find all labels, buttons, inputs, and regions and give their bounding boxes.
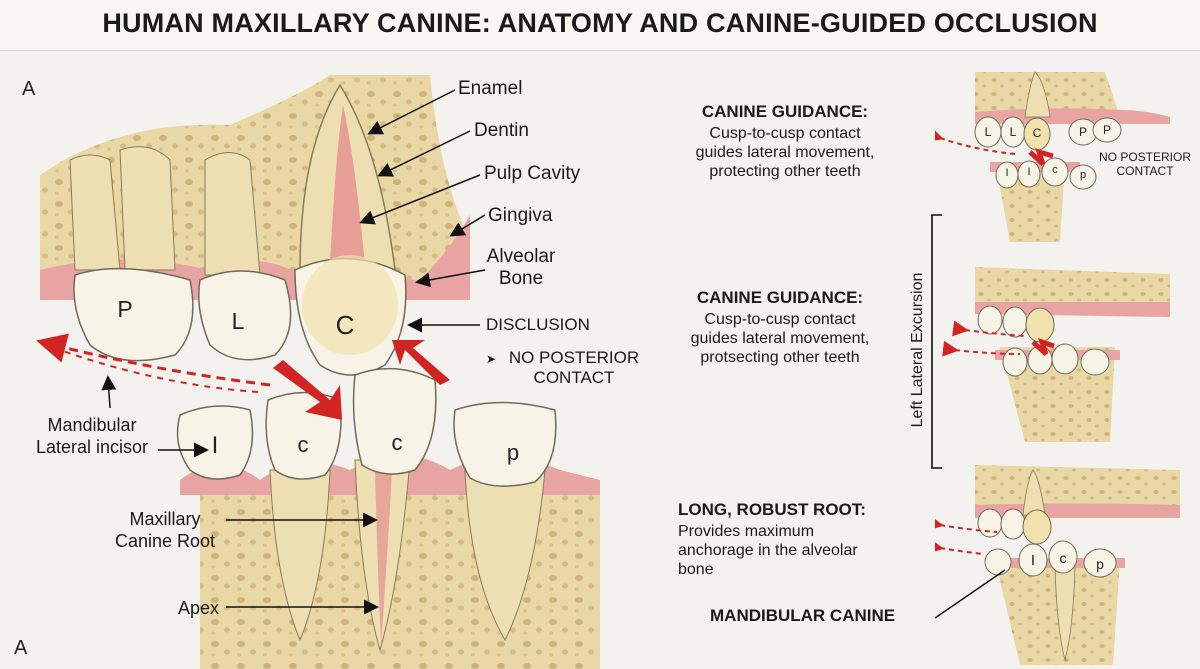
upper-premolar-crown	[73, 267, 194, 362]
thumb1-lower-3: c	[1052, 164, 1058, 176]
title-bar	[0, 0, 1200, 51]
label-maxillary-canine-root: Maxillary Canine Root	[114, 509, 216, 551]
lower-canine-crown-2	[352, 367, 437, 475]
leader-pulp	[359, 174, 481, 225]
thumb-canine-guidance-2	[942, 267, 1170, 442]
thumb-canine-guidance-1	[935, 71, 1170, 242]
tooth-letter-upper-canine: C	[335, 310, 355, 340]
upper-lateral-crown	[198, 270, 292, 361]
thumb3-lower-2: c	[1059, 550, 1067, 566]
thumb3-lower-1: I	[1030, 552, 1036, 569]
panel-letter-top: A	[22, 78, 36, 100]
label-apex: Apex	[178, 598, 220, 618]
thumb1-upper-4: P	[1078, 125, 1087, 139]
page-title: HUMAN MAXILLARY CANINE: ANATOMY AND CANI…	[102, 8, 1098, 38]
side3-heading: LONG, ROBUST ROOT:	[678, 500, 866, 519]
thumb1-upper-3: C	[1032, 126, 1042, 140]
tooth-letter-upper-lateral: L	[231, 308, 245, 334]
main-tooth-diagram	[36, 75, 600, 669]
tooth-letter-lower-incisor: I	[211, 432, 219, 459]
thumb1-upper-1: L	[984, 125, 992, 139]
thumb-long-root	[935, 465, 1180, 665]
bullet-icon: ➤	[486, 352, 497, 366]
tooth-letter-lower-canine-1: c	[297, 432, 309, 457]
label-enamel: Enamel	[458, 78, 523, 99]
tooth-letter-upper-premolar: P	[117, 296, 133, 322]
thumb3-lower-3: p	[1096, 556, 1104, 572]
side2-heading: CANINE GUIDANCE:	[696, 288, 864, 307]
label-no-posterior-contact: NO POSTERIOR CONTACT	[508, 348, 640, 387]
leader-lateral-incisor-up	[101, 375, 117, 409]
disclusion-arrow-right	[392, 340, 450, 385]
lower-premolar-crown	[453, 401, 557, 487]
side2-body: Cusp-to-cusp contact guides lateral move…	[690, 311, 870, 366]
panel-letter-bottom: A	[14, 637, 28, 659]
side3-body: Provides maximum anchorage in the alveol…	[678, 523, 858, 578]
label-pulp-cavity: Pulp Cavity	[484, 163, 581, 184]
tooth-letter-lower-canine-2: c	[391, 430, 403, 455]
label-mandibular-lateral-incisor: Mandibular Lateral incisor	[35, 415, 149, 457]
thumb1-upper-5: P	[1102, 123, 1111, 137]
tooth-letter-lower-premolar: p	[506, 440, 520, 465]
side1-heading: CANINE GUIDANCE:	[701, 102, 869, 121]
label-dentin: Dentin	[474, 120, 529, 141]
lower-incisor-crown	[176, 405, 254, 480]
disclusion-arrow-left	[273, 360, 342, 420]
leader-bone	[415, 269, 486, 288]
leader-dentin	[377, 130, 471, 177]
excursion-label: Left Lateral Excursion	[909, 272, 926, 428]
excursion-bracket	[931, 214, 942, 469]
label-disclusion: DISCLUSION	[486, 315, 590, 334]
thumb1-note: NO POSTERIOR CONTACT	[1098, 150, 1191, 178]
thumb1-lower-1: I	[1005, 167, 1009, 179]
thumb1-upper-2: L	[1009, 125, 1017, 139]
thumb1-lower-4: p	[1079, 169, 1087, 181]
side1-body: Cusp-to-cusp contact guides lateral move…	[695, 125, 875, 180]
thumb1-lower-2: I	[1027, 166, 1031, 178]
label-gingiva: Gingiva	[488, 205, 553, 226]
label-mandibular-canine: MANDIBULAR CANINE	[710, 606, 896, 625]
leader-gingiva	[449, 214, 486, 237]
leader-enamel	[367, 89, 456, 135]
label-alveolar-bone: Alveolar Bone	[486, 246, 556, 289]
